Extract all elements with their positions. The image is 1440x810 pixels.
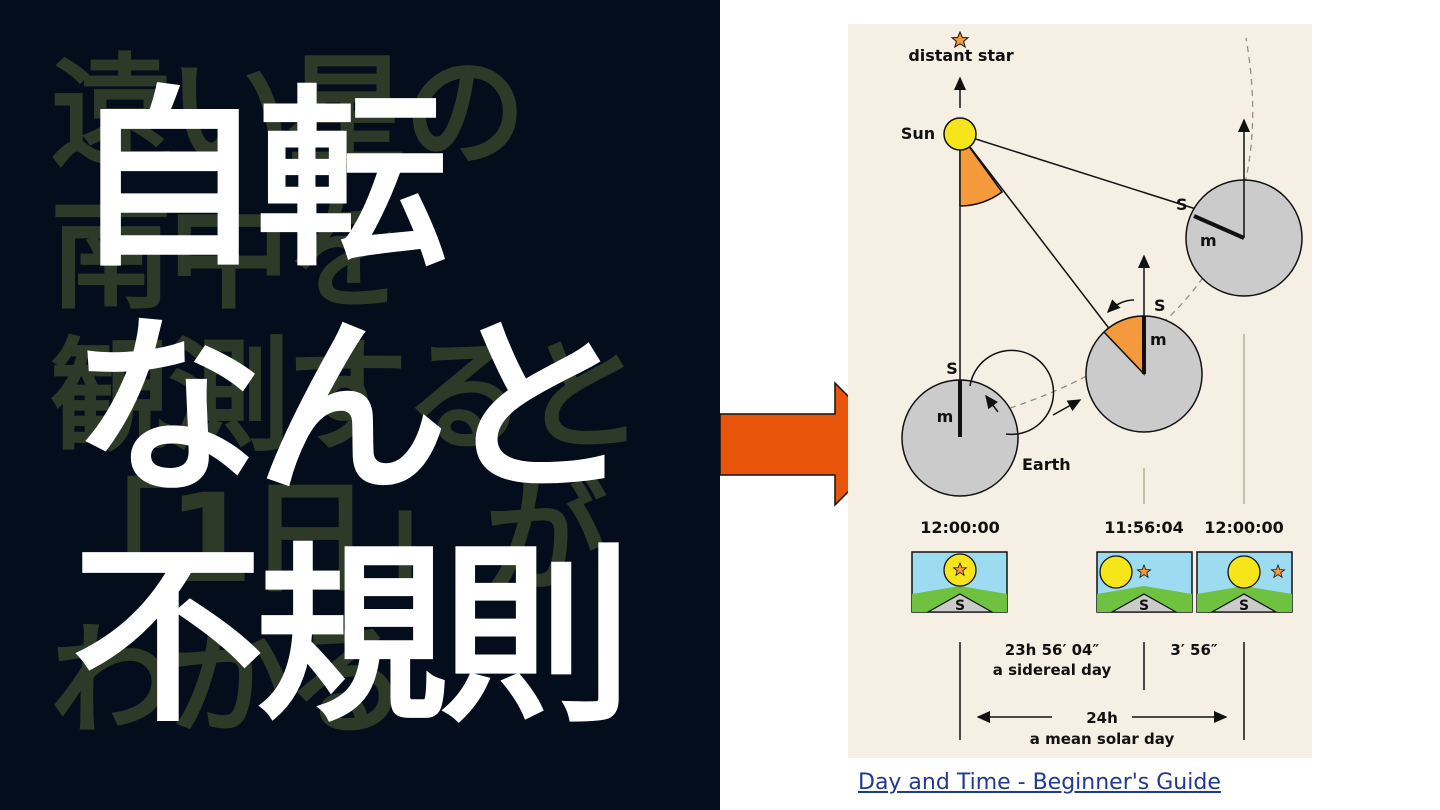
background-title-line: 南中を: [50, 184, 408, 326]
time-label: 12:00:00: [1204, 518, 1284, 537]
solar-label: a mean solar day: [1030, 730, 1175, 748]
s-label: S: [1176, 195, 1188, 214]
sky-view-panel: S: [1196, 551, 1293, 614]
star-icon: [952, 561, 968, 577]
angle-wedge: [959, 131, 1004, 207]
background-title-line: 遠い星の: [50, 42, 526, 184]
background-title-line: 「1日」が: [50, 468, 607, 610]
s-label: S: [1139, 598, 1149, 614]
s-label: S: [1239, 598, 1249, 614]
background-title: 遠い星の 南中を 観測すると 「1日」が わかる: [50, 42, 720, 752]
s-label: S: [1154, 296, 1166, 315]
background-title-line: 観測すると: [50, 326, 644, 468]
distant-star-label: distant star: [908, 46, 1013, 65]
title-panel: 遠い星の 南中を 観測すると 「1日」が わかる 自転 なんと 不規則: [0, 0, 720, 810]
orbit-path: [902, 37, 1254, 435]
time-label: 11:56:04: [1104, 518, 1184, 537]
s-label: S: [946, 359, 958, 378]
earth-label: Earth: [1022, 455, 1071, 474]
solar-duration: 24h: [1086, 709, 1118, 727]
main-title: 自転 なんと 不規則: [72, 68, 672, 752]
m-label: m: [1200, 231, 1217, 250]
main-title-line: 不規則: [72, 526, 632, 749]
sky-view-panel: S: [1096, 551, 1193, 614]
difference-duration: 3′ 56″: [1170, 641, 1217, 659]
sun-icon: [943, 117, 977, 151]
star-icon: [950, 30, 970, 49]
source-link[interactable]: Day and Time - Beginner's Guide: [858, 770, 1221, 795]
star-icon: [1136, 563, 1152, 579]
background-title-line: わかる: [50, 610, 408, 752]
s-label: S: [955, 598, 965, 614]
star-icon: [1270, 563, 1286, 579]
main-title-line: なんと: [72, 298, 632, 521]
sky-view-panel: S: [911, 551, 1008, 614]
sun-label: Sun: [901, 124, 935, 143]
time-label: 12:00:00: [920, 518, 1000, 537]
sidereal-label: a sidereal day: [993, 661, 1112, 679]
m-label: m: [937, 407, 954, 426]
sidereal-duration: 23h 56′ 04″: [1005, 641, 1100, 659]
m-label: m: [1150, 330, 1167, 349]
main-title-line: 自転: [72, 70, 448, 293]
sidereal-day-diagram: distant star Sun S m Earth S m S m: [848, 24, 1312, 758]
